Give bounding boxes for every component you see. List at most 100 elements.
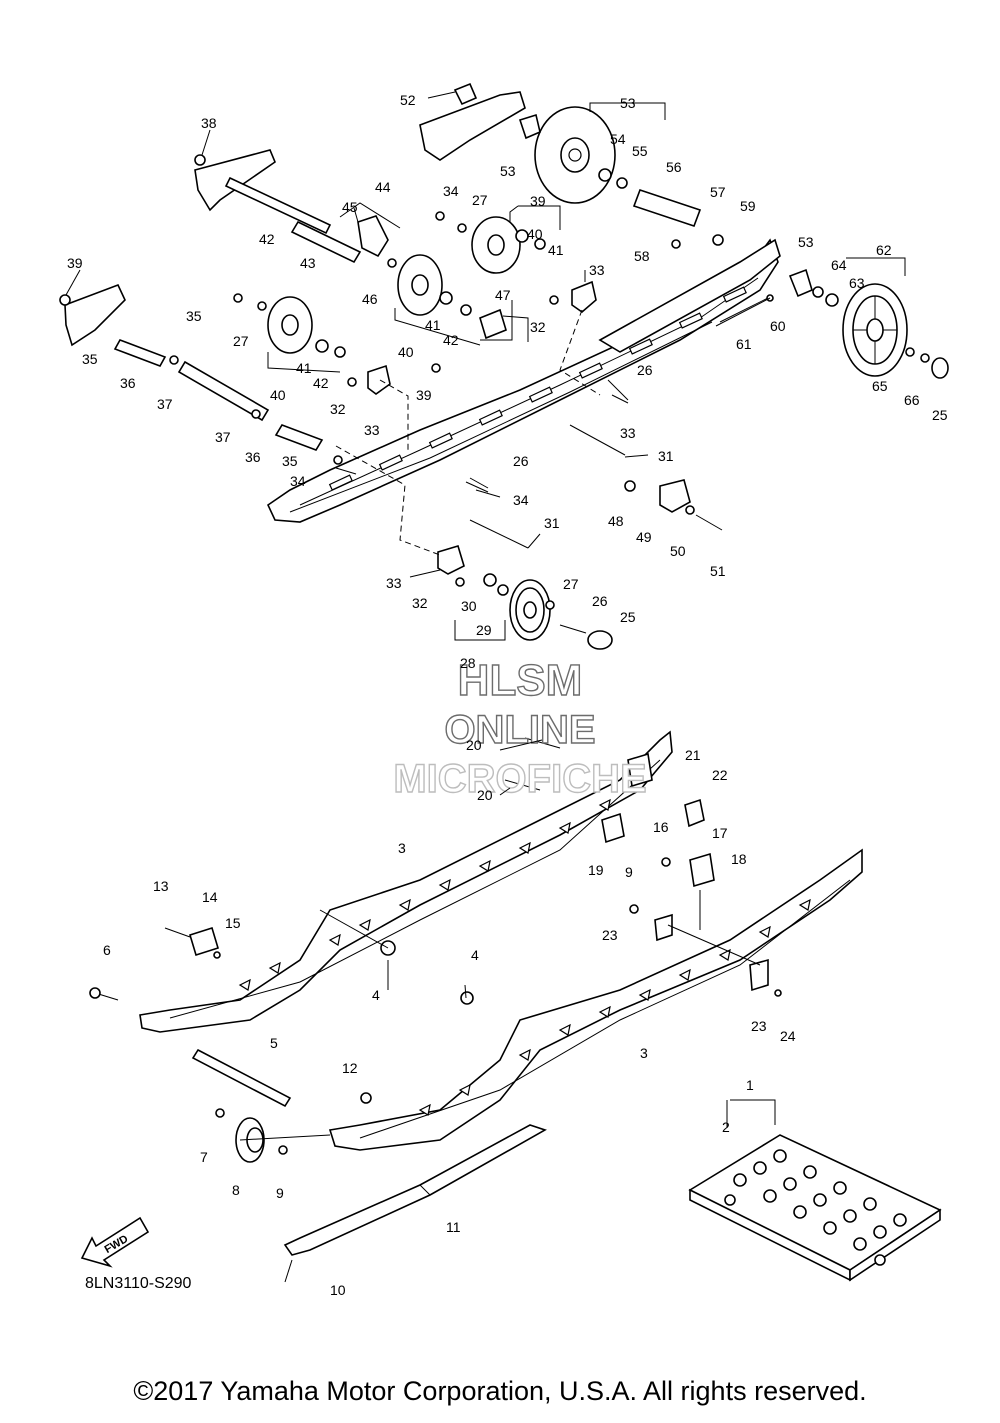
callout-57: 56 [666,159,682,175]
callout-32-c: 32 [412,595,428,611]
callout-19: 19 [588,862,604,878]
fwd-arrow-icon: FWD [80,1216,150,1268]
callout-4-lower: 4 [471,947,479,963]
callout-60: 59 [740,198,756,214]
wheel-40a [471,216,521,274]
callout-58: 57 [710,184,726,200]
callout-53-b: 53 [500,163,516,179]
callout-56: 55 [632,143,648,159]
wheel-40c [267,296,313,354]
callout-33-a: 33 [589,262,605,278]
cap-25-lower [587,630,613,650]
callout-2: 2 [722,1119,730,1135]
callout-26-b: 26 [513,453,529,469]
callout-25-upper: 25 [932,407,948,423]
callout-48: 47 [495,287,511,303]
callout-27-b: 27 [233,333,249,349]
callout-66: 65 [872,378,888,394]
callout-35-a: 34 [443,183,459,199]
callout-55: 54 [610,131,626,147]
callout-45: 44 [375,179,391,195]
idler-wheels [267,106,949,650]
callout-40-b: 40 [398,344,414,360]
callout-3-lower: 3 [640,1045,648,1061]
callout-15: 15 [225,915,241,931]
callout-29: 29 [476,622,492,638]
callout-18: 18 [731,851,747,867]
callout-23-lower: 23 [751,1018,767,1034]
callout-30: 30 [461,598,477,614]
callout-54: 53 [620,95,636,111]
rail-cutouts [238,798,811,1116]
callout-27-c: 27 [563,576,579,592]
callout-42-c: 42 [313,375,329,391]
callout-51: 50 [670,543,686,559]
callout-20-lower: 20 [477,787,493,803]
wheel-63 [842,283,908,377]
callout-42-a: 41 [548,242,564,258]
callout-12: 12 [342,1060,358,1076]
callout-9-lower: 9 [276,1185,284,1201]
callout-14: 14 [202,889,218,905]
callout-65: 64 [831,257,847,273]
callout-63: 62 [876,242,892,258]
callout-40-a: 39 [530,193,546,209]
callout-38: 37 [157,396,173,412]
callout-46: 45 [342,199,358,215]
watermark-line-1: HLSM [458,656,583,705]
pivot-brackets [357,82,813,575]
callout-24: 24 [780,1028,796,1044]
callout-39-a: 38 [201,115,217,131]
callout-42-b: 42 [443,332,459,348]
callout-27-a: 27 [472,192,488,208]
callout-20-upper: 20 [466,737,482,753]
callout-23-upper: 23 [602,927,618,943]
callout-36-a: 35 [82,351,98,367]
callout-9-upper: 9 [625,864,633,880]
watermark-line-3: MICROFICHE [393,757,646,801]
callout-53-a: 52 [400,92,416,108]
callout-31-lower: 31 [544,515,560,531]
diagram-code: 8LN3110-S290 [85,1275,192,1292]
callout-50: 49 [636,529,652,545]
callout-leaders [65,91,906,1128]
skid-frame [89,730,863,1283]
callout-10: 10 [330,1282,346,1298]
callout-35-b: 35 [186,308,202,324]
callout-34-a: 33 [620,425,636,441]
track-section [688,1134,942,1282]
callout-49: 48 [608,513,624,529]
callout-64: 63 [849,275,865,291]
callout-26-a: 26 [637,362,653,378]
callout-11: 11 [446,1219,461,1235]
callout-44: 43 [300,255,316,271]
small-hardware [59,154,930,610]
callout-41-a: 40 [527,226,543,242]
callout-3-upper: 3 [398,840,406,856]
callout-6: 6 [103,942,111,958]
callout-53-c: 53 [798,234,814,250]
callout-37-b: 37 [215,429,231,445]
callout-4-upper: 4 [372,987,380,1003]
callout-21: 21 [685,747,701,763]
callout-59: 58 [634,248,650,264]
callout-67: 66 [904,392,920,408]
callout-33-c: 33 [386,575,402,591]
callout-37-a: 36 [120,375,136,391]
callout-52: 51 [710,563,726,579]
callout-25-lower: 25 [620,609,636,625]
callout-35-c: 35 [282,453,298,469]
callout-39-c: 39 [416,387,432,403]
callout-26-c: 26 [592,593,608,609]
callout-5: 5 [270,1035,278,1051]
callout-22: 22 [712,767,728,783]
copyright-notice: ©2017 Yamaha Motor Corporation, U.S.A. A… [133,1376,867,1406]
callout-39-b: 39 [67,255,83,271]
callout-62: 61 [736,336,752,352]
callout-41-c: 41 [296,360,312,376]
watermark: HLSM ONLINE MICROFICHE [393,655,648,801]
callout-34-b: 34 [290,473,306,489]
callout-61: 60 [770,318,786,334]
